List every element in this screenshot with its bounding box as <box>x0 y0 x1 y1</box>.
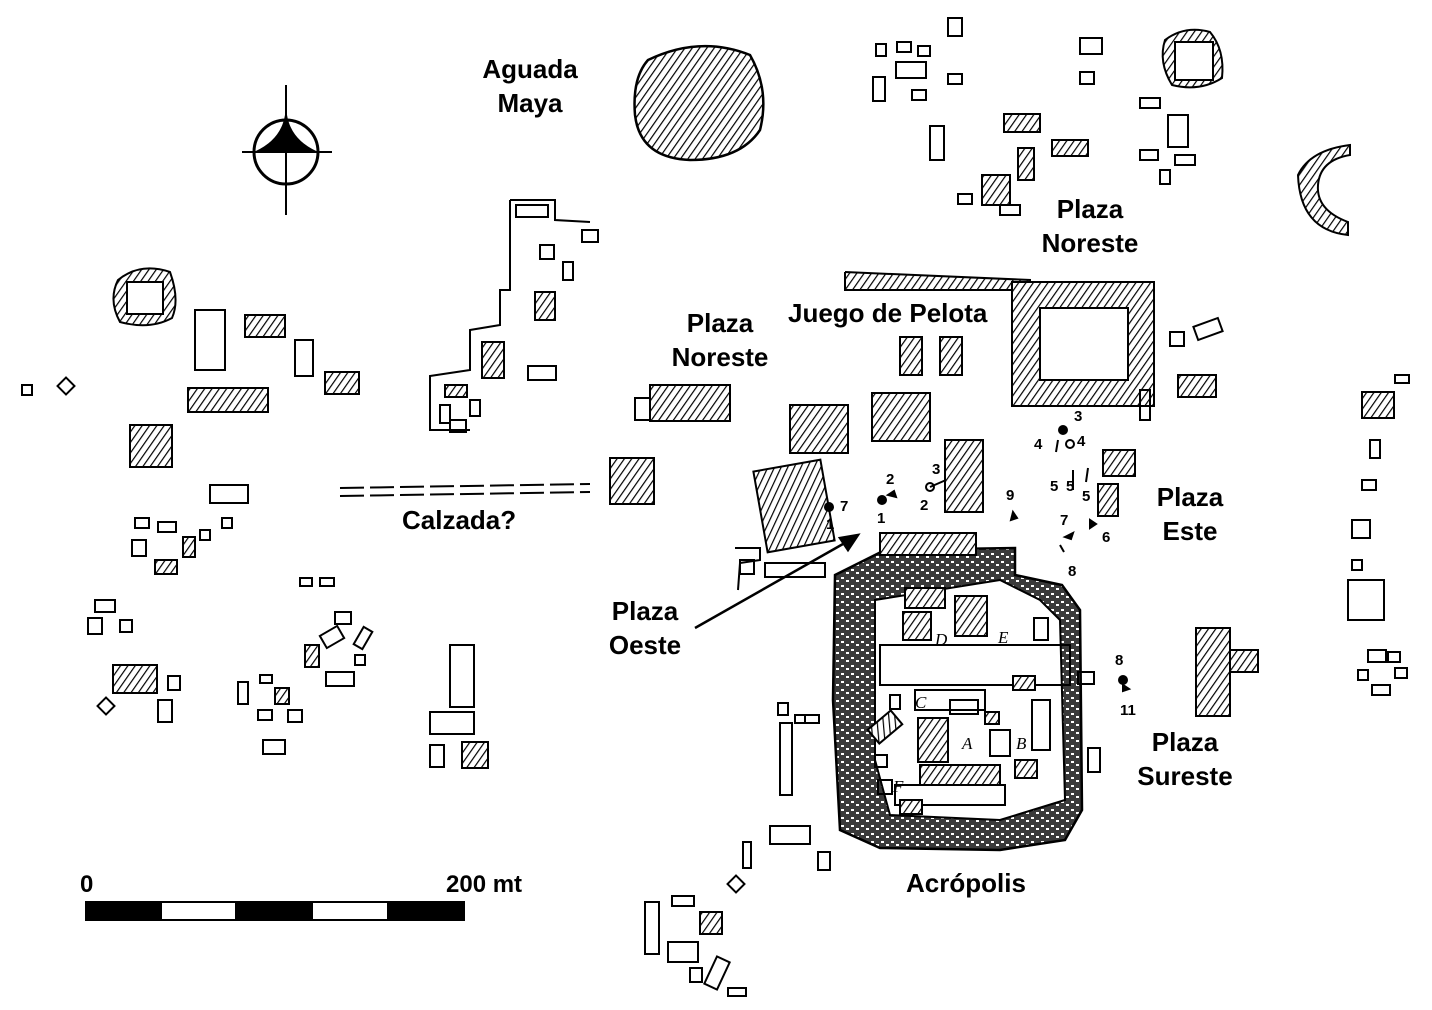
monument-number: 4 <box>1034 436 1043 453</box>
acropolis-section-f: F <box>893 777 904 796</box>
monument-number: 5 <box>1082 488 1091 505</box>
north-arrow-icon <box>242 85 332 215</box>
monument-number: 3 <box>1074 408 1083 425</box>
label-aguada-line2: Maya <box>497 88 563 118</box>
monument-number: 11 <box>1120 702 1136 719</box>
aguada-maya-reservoir <box>633 44 765 162</box>
monument-number: 1 <box>826 516 835 533</box>
scale-start-label: 0 <box>80 871 94 898</box>
label-plaza-este: Plaza Este <box>1140 480 1240 548</box>
monument-number: 4 <box>1077 433 1086 450</box>
south-group <box>644 547 831 997</box>
plaza-oeste-arrow <box>694 533 861 630</box>
scale-bar <box>85 901 465 921</box>
label-plaza-oeste: Plaza Oeste <box>595 594 695 662</box>
plaza-noreste-center-structures <box>609 336 984 554</box>
acropolis-complex <box>831 532 1101 852</box>
northwest-complex <box>429 199 599 433</box>
monument-number: 5 <box>1066 478 1075 495</box>
far-east-structures <box>1347 374 1410 696</box>
label-plaza-este-line2: Este <box>1162 516 1218 546</box>
monument-number: 1 <box>877 510 886 527</box>
label-plaza-sureste: Plaza Sureste <box>1125 725 1245 793</box>
monument-number: 8 <box>1115 652 1124 669</box>
label-plaza-oeste-line1: Plaza <box>611 596 679 626</box>
monument-number: 7 <box>1060 512 1069 529</box>
label-plaza-noreste-c-line2: Noreste <box>671 342 769 372</box>
acropolis-section-a: A <box>962 734 973 753</box>
monuments <box>824 425 1132 693</box>
label-aguada-line1: Aguada <box>482 54 578 84</box>
label-plaza-noreste-ne-line1: Plaza <box>1056 194 1124 224</box>
label-plaza-este-line1: Plaza <box>1156 482 1224 512</box>
acropolis-section-e: E <box>998 628 1009 647</box>
label-calzada: Calzada? <box>402 505 517 535</box>
label-plaza-sureste-line1: Plaza <box>1151 727 1219 757</box>
label-plaza-sureste-line2: Sureste <box>1137 761 1233 791</box>
monument-number: 2 <box>920 497 929 514</box>
scale-end-label: 200 mt <box>446 871 523 898</box>
monument-number: 8 <box>1068 563 1077 580</box>
label-plaza-noreste-northeast: Plaza Noreste <box>1030 192 1150 260</box>
acropolis-section-d: D <box>935 630 948 649</box>
monument-number: 2 <box>886 471 895 488</box>
label-juego-de-pelota: Juego de Pelota <box>788 298 988 328</box>
west-group <box>21 267 489 769</box>
label-plaza-noreste-ne-line2: Noreste <box>1041 228 1139 258</box>
acropolis-section-c: C <box>915 693 927 712</box>
monument-number: 6 <box>1102 529 1111 546</box>
monument-number: 9 <box>1006 487 1015 504</box>
northeast-quadrangle <box>844 271 1155 421</box>
northeast-group <box>872 17 1351 237</box>
plaza-este-structures <box>1097 316 1259 717</box>
calzada-causeway <box>339 483 591 497</box>
label-aguada-maya: Aguada Maya <box>470 52 590 120</box>
label-plaza-noreste-center: Plaza Noreste <box>660 306 780 374</box>
monument-number: 3 <box>932 461 941 478</box>
acropolis-section-b: B <box>1016 734 1027 753</box>
label-plaza-noreste-c-line1: Plaza <box>686 308 754 338</box>
label-plaza-oeste-line2: Oeste <box>608 630 682 660</box>
label-acropolis: Acrópolis <box>906 868 1026 898</box>
monument-number: 7 <box>840 498 849 515</box>
monument-number: 5 <box>1050 478 1059 495</box>
